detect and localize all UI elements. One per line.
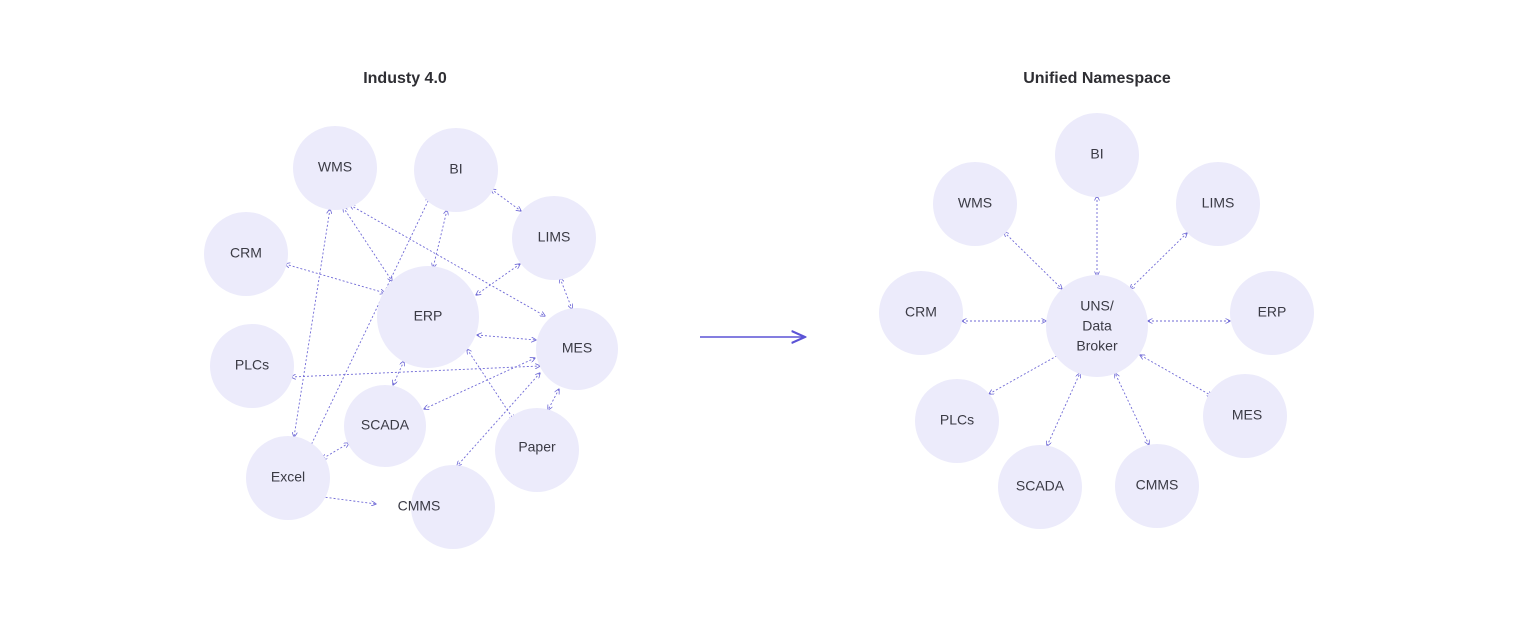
- node-r-lims: LIMS: [1176, 162, 1260, 246]
- edge-hub-wms: [1004, 232, 1062, 289]
- hub-label-line3: Broker: [1076, 338, 1118, 354]
- node-lims-label: LIMS: [538, 229, 571, 245]
- node-lims: LIMS: [512, 196, 596, 280]
- node-r-mes: MES: [1203, 374, 1287, 458]
- edge-hub-mes: [1140, 355, 1212, 396]
- node-excel-label: Excel: [271, 469, 305, 485]
- left-nodes: WMS BI CRM LIMS ERP MES PLCs SCADA: [204, 126, 618, 549]
- node-r-wms-label: WMS: [958, 195, 992, 211]
- edge-wms-excel: [294, 209, 330, 437]
- node-mes: MES: [536, 308, 618, 390]
- node-r-cmms: CMMS: [1115, 444, 1199, 528]
- node-paper: Paper: [495, 408, 579, 492]
- node-scada-label: SCADA: [361, 417, 410, 433]
- node-mes-label: MES: [562, 340, 592, 356]
- node-erp-label: ERP: [414, 308, 443, 324]
- node-excel: Excel: [246, 436, 330, 520]
- edge-hub-cmms: [1115, 373, 1149, 445]
- node-hub: UNS/ Data Broker: [1046, 275, 1148, 377]
- node-plcs-label: PLCs: [235, 357, 269, 373]
- edge-mes-paper: [548, 389, 559, 410]
- edge-wms-mes: [350, 205, 545, 316]
- node-r-wms: WMS: [933, 162, 1017, 246]
- left-diagram-title: Industy 4.0: [363, 70, 447, 87]
- node-erp: ERP: [377, 266, 479, 368]
- node-r-bi-label: BI: [1090, 146, 1103, 162]
- node-r-plcs: PLCs: [915, 379, 999, 463]
- right-diagram-title: Unified Namespace: [1023, 70, 1171, 87]
- left-edges: [278, 189, 572, 504]
- edge-erp-paper: [467, 349, 514, 420]
- node-r-crm: CRM: [879, 271, 963, 355]
- node-cmms-label: CMMS: [398, 498, 441, 514]
- node-paper-label: Paper: [518, 439, 556, 455]
- node-r-mes-label: MES: [1232, 407, 1262, 423]
- node-r-scada-label: SCADA: [1016, 478, 1065, 494]
- edge-hub-plcs: [989, 353, 1062, 394]
- node-r-bi: BI: [1055, 113, 1139, 197]
- node-crm: CRM: [204, 212, 288, 296]
- right-nodes: BI WMS LIMS CRM ERP PLCs MES SCADA: [879, 113, 1314, 529]
- node-bi: BI: [414, 128, 498, 212]
- node-r-crm-label: CRM: [905, 304, 937, 320]
- node-r-lims-label: LIMS: [1202, 195, 1235, 211]
- edge-wms-erp: [343, 207, 392, 281]
- edge-erp-scada: [393, 361, 404, 385]
- node-r-erp-label: ERP: [1258, 304, 1287, 320]
- edge-scada-excel: [322, 443, 349, 459]
- node-wms: WMS: [293, 126, 377, 210]
- edge-hub-lims: [1130, 233, 1187, 289]
- node-crm-label: CRM: [230, 245, 262, 261]
- edge-lims-mes: [560, 278, 572, 309]
- node-bi-label: BI: [449, 161, 462, 177]
- edge-bi-lims: [491, 189, 521, 211]
- node-r-cmms-label: CMMS: [1136, 477, 1179, 493]
- edge-hub-scada: [1047, 373, 1080, 446]
- hub-label-line2: Data: [1082, 318, 1112, 334]
- edge-crm-erp: [285, 264, 385, 293]
- node-scada: SCADA: [344, 385, 426, 467]
- right-edges: [962, 196, 1230, 446]
- edge-plcs-mes: [291, 366, 540, 377]
- edge-mes-cmms: [457, 373, 540, 466]
- node-plcs: PLCs: [210, 324, 294, 408]
- node-r-erp: ERP: [1230, 271, 1314, 355]
- hub-label-line1: UNS/: [1080, 298, 1114, 314]
- edge-lims-erp: [476, 264, 520, 295]
- edge-erp-mes: [477, 335, 536, 340]
- node-r-scada: SCADA: [998, 445, 1082, 529]
- node-wms-label: WMS: [318, 159, 352, 175]
- node-r-plcs-label: PLCs: [940, 412, 974, 428]
- node-cmms: CMMS: [398, 465, 495, 549]
